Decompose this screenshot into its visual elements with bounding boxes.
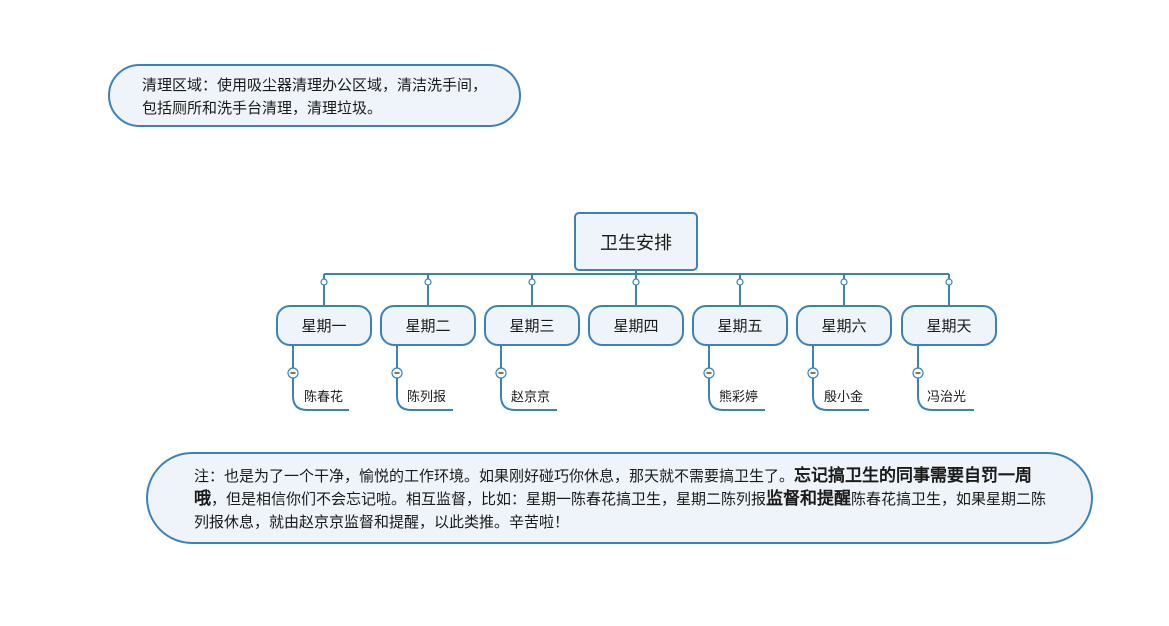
branch-handle-wednesday	[528, 278, 536, 286]
person-sunday[interactable]: 冯治光	[927, 390, 967, 405]
footnote-box[interactable]: 注：也是为了一个干净，愉悦的工作环境。如果刚好碰巧你休息，那天就不需要搞卫生了。…	[146, 452, 1093, 544]
collapse-icon-sunday	[912, 367, 924, 379]
branch-handle-monday	[320, 278, 328, 286]
root-node-hygiene-schedule[interactable]: 卫生安排	[574, 212, 698, 271]
branch-handle-thursday	[632, 278, 640, 286]
day-node-label: 星期天	[926, 317, 972, 335]
day-node-saturday[interactable]: 星期六	[796, 305, 892, 346]
day-node-label: 星期三	[509, 317, 555, 335]
footnote-text-2: ，但是相信你们不会忘记啦。相互监督，比如：星期一陈春花搞卫生，星期二陈列报	[211, 490, 767, 508]
footnote-emphasis-2: 监督和提醒	[766, 489, 852, 509]
footnote-emphasis-1: 忘记搞卫生的同事需要自罚一周哦	[194, 466, 1033, 509]
footnote-text-1: 注：也是为了一个干净，愉悦的工作环境。如果刚好碰巧你休息，那天就不需要搞卫生了。	[194, 467, 795, 485]
collapse-icon-wednesday	[495, 367, 507, 379]
cleaning-area-note[interactable]: 清理区域：使用吸尘器清理办公区域，清洁洗手间，包括厕所和洗手台清理，清理垃圾。	[108, 64, 521, 127]
day-node-label: 星期四	[613, 317, 659, 335]
collapse-icon-tuesday	[391, 367, 403, 379]
branch-handle-saturday	[840, 278, 848, 286]
day-node-label: 星期一	[301, 317, 347, 335]
day-node-label: 星期五	[717, 317, 763, 335]
day-node-wednesday[interactable]: 星期三	[484, 305, 580, 346]
cleaning-area-note-text: 清理区域：使用吸尘器清理办公区域，清洁洗手间，包括厕所和洗手台清理，清理垃圾。	[142, 76, 488, 117]
collapse-icon-monday	[287, 367, 299, 379]
person-tuesday[interactable]: 陈列报	[407, 390, 447, 405]
branch-handle-sunday	[945, 278, 953, 286]
person-monday[interactable]: 陈春花	[304, 390, 344, 405]
day-node-label: 星期六	[821, 317, 867, 335]
collapse-icon-saturday	[807, 367, 819, 379]
day-node-monday[interactable]: 星期一	[276, 305, 372, 346]
person-friday[interactable]: 熊彩婷	[719, 390, 759, 405]
day-node-thursday[interactable]: 星期四	[588, 305, 684, 346]
person-wednesday[interactable]: 赵京京	[511, 390, 551, 405]
day-node-friday[interactable]: 星期五	[692, 305, 788, 346]
collapse-icon-friday	[703, 367, 715, 379]
day-node-tuesday[interactable]: 星期二	[380, 305, 476, 346]
day-node-sunday[interactable]: 星期天	[901, 305, 997, 346]
footnote-text-3: 陈春花搞卫生，如果星期二陈列报休息，就由赵京京监督和提醒，以此类推。辛苦啦！	[194, 490, 1047, 531]
branch-handle-friday	[736, 278, 744, 286]
person-saturday[interactable]: 殷小金	[824, 390, 864, 405]
root-node-label: 卫生安排	[600, 232, 672, 254]
branch-handle-tuesday	[424, 278, 432, 286]
day-node-label: 星期二	[405, 317, 451, 335]
